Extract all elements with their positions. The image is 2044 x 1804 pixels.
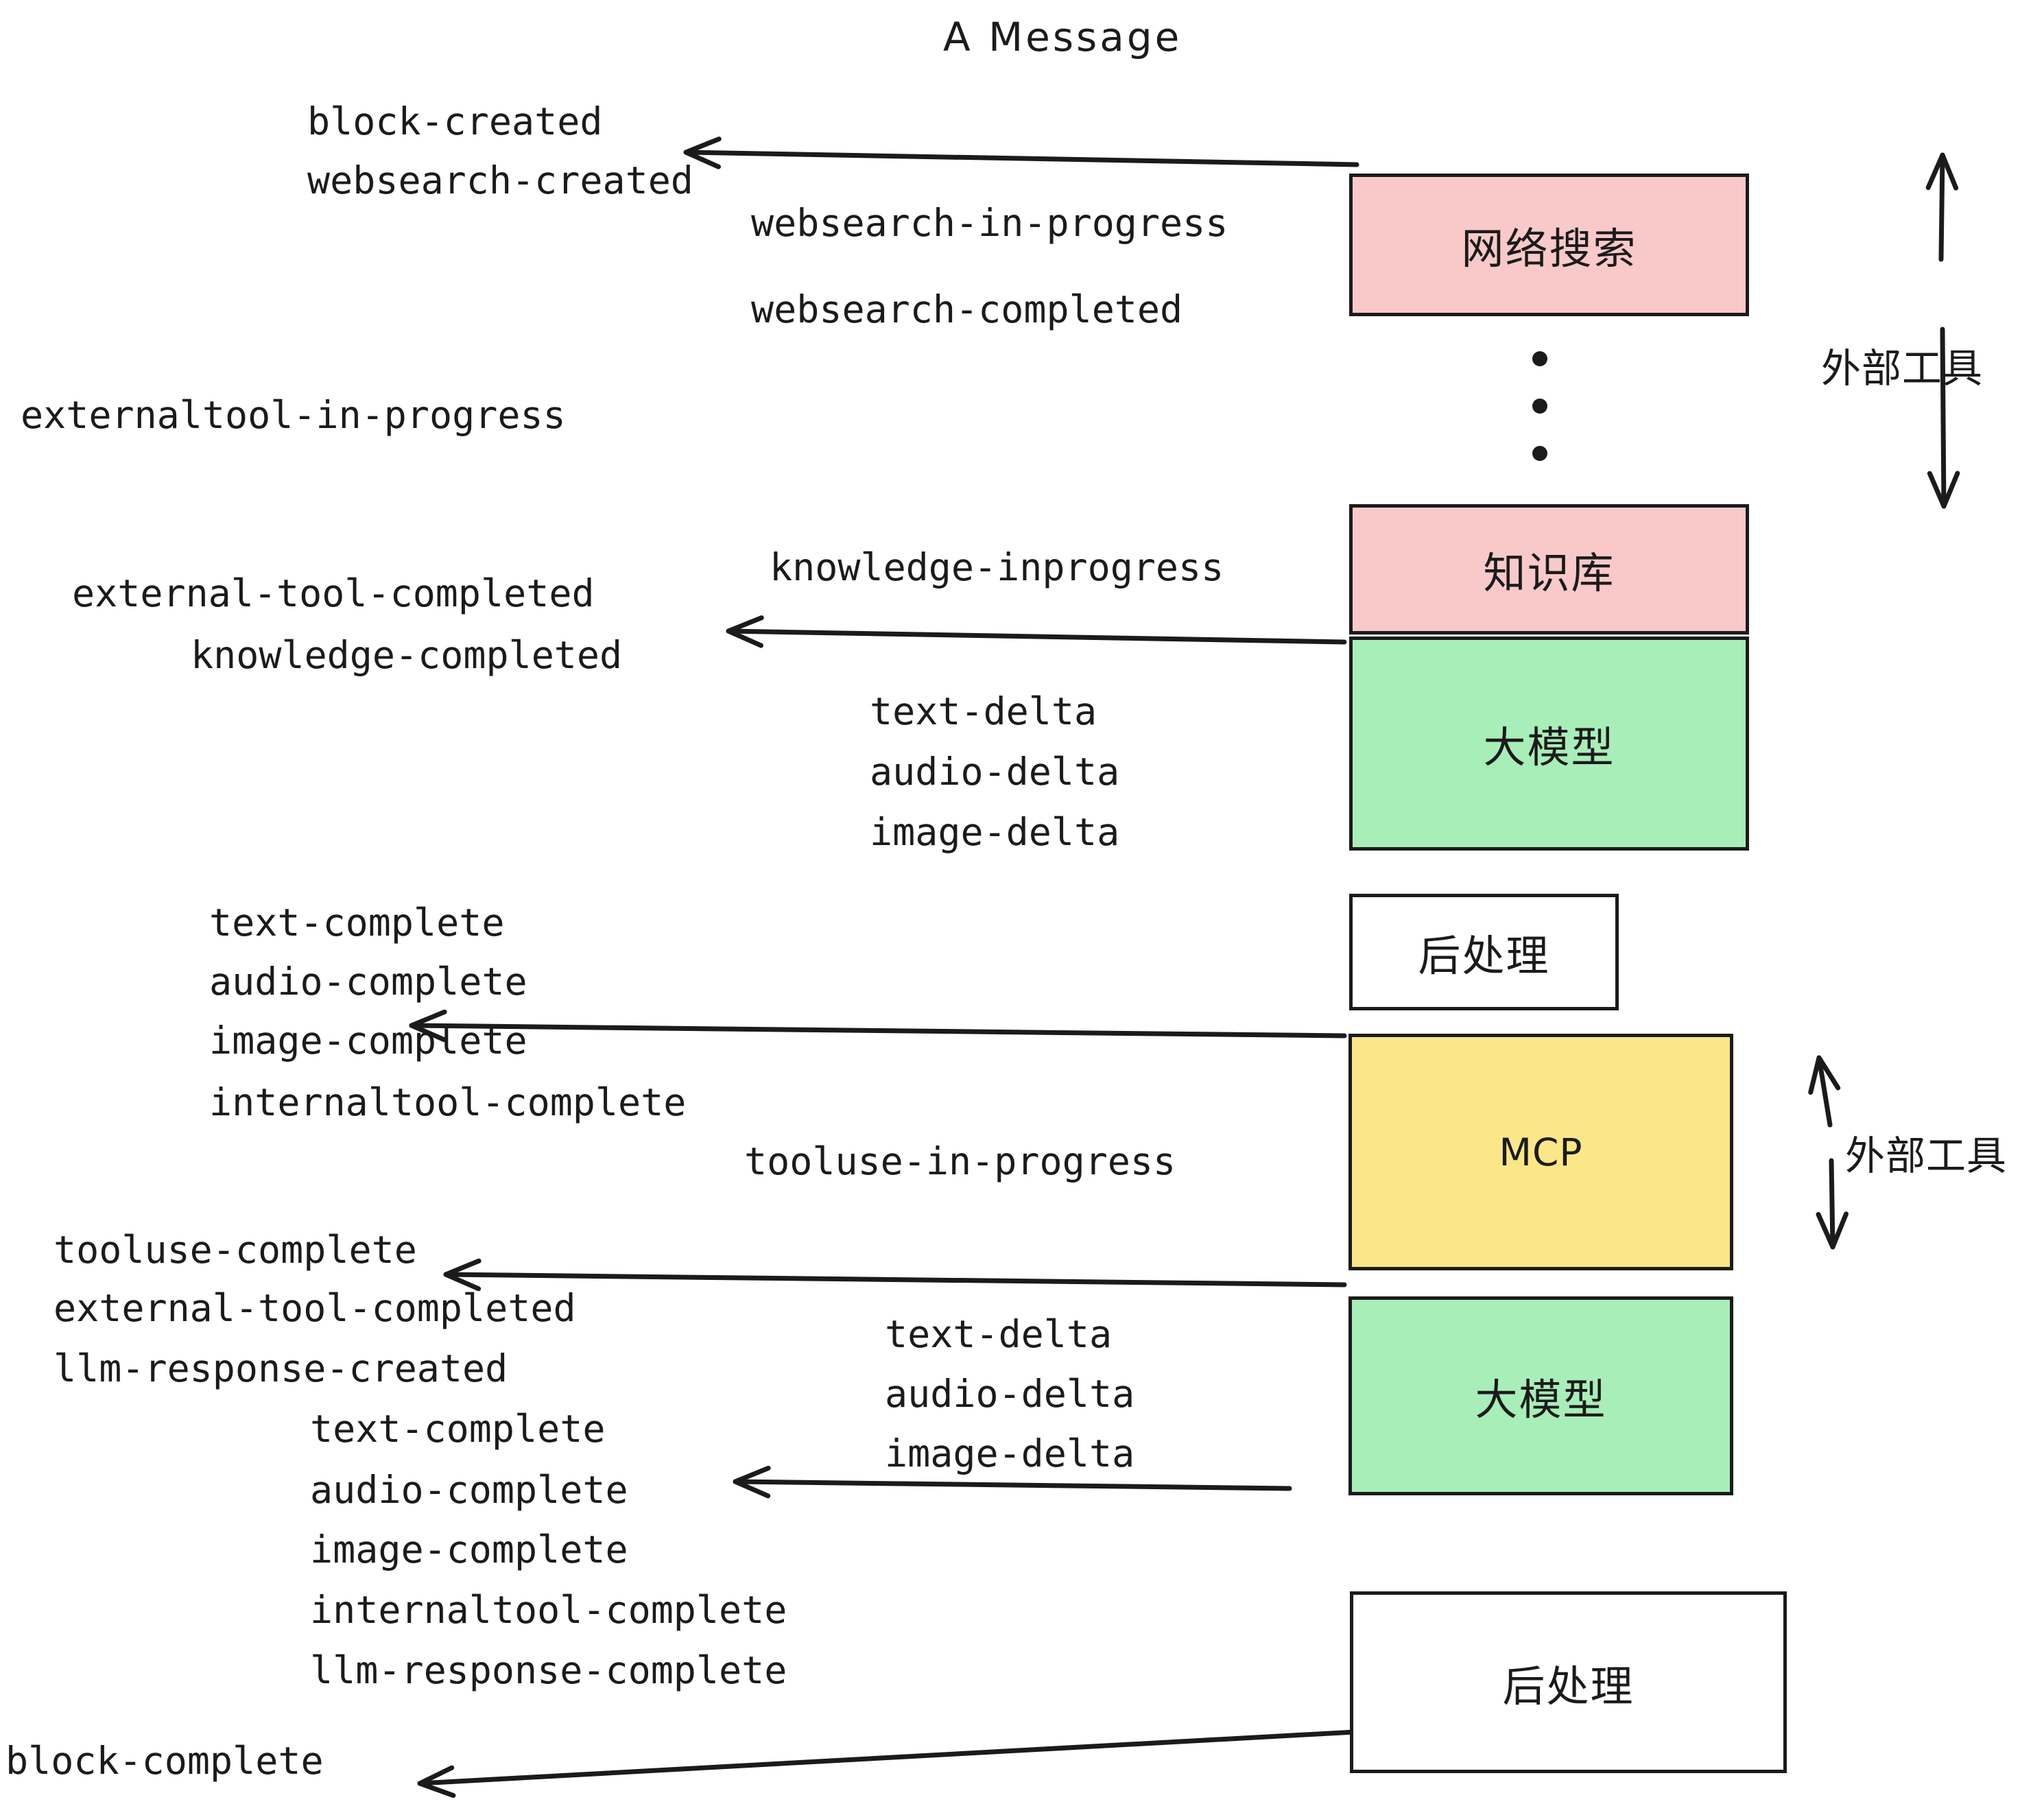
event-label: internaltool-complete (209, 1080, 687, 1124)
external-tool-annotation: 外部工具 (1845, 1132, 2008, 1179)
block-complete-arrow (417, 1729, 1357, 1799)
event-label: external-tool-completed (54, 1286, 576, 1330)
event-label: knowledge-inprogress (770, 545, 1224, 589)
event-label: block-complete (5, 1739, 324, 1783)
process-box: 大模型 (1349, 637, 1749, 851)
process-box: 后处理 (1350, 1591, 1787, 1773)
event-label: websearch-completed (751, 287, 1183, 331)
event-label: websearch-created (307, 158, 693, 202)
event-label: text-delta (885, 1312, 1113, 1356)
event-label: image-complete (310, 1528, 628, 1571)
event-label: internaltool-complete (310, 1588, 787, 1632)
event-label: external-tool-completed (72, 571, 595, 615)
knowledge-completed-arrow (726, 615, 1347, 648)
process-box: 网络搜索 (1349, 174, 1749, 316)
ellipsis-dot-icon (1532, 399, 1547, 414)
event-label: block-created (307, 99, 603, 143)
event-label: tooluse-complete (54, 1228, 417, 1272)
event-label: audio-delta (885, 1372, 1135, 1416)
ellipsis-dot-icon (1532, 446, 1547, 461)
event-label: llm-response-created (54, 1346, 508, 1390)
event-label: text-complete (310, 1407, 606, 1451)
event-label: image-delta (885, 1432, 1135, 1475)
event-label: llm-response-complete (310, 1648, 787, 1692)
image-complete-arrow (409, 1009, 1347, 1043)
event-label: audio-complete (310, 1468, 628, 1512)
block-created-return-arrow (683, 137, 1359, 169)
event-label: websearch-in-progress (751, 201, 1228, 245)
diagram-title: A Message (943, 14, 1183, 60)
event-label: knowledge-completed (191, 633, 623, 677)
event-label: externaltool-in-progress (21, 393, 566, 437)
ellipsis-dot-icon (1532, 351, 1547, 366)
external-tool-up-arrow-1 (1925, 152, 1959, 262)
external-tool-down-arrow-2 (1816, 1158, 1849, 1250)
event-label: text-delta (870, 689, 1097, 733)
external-tool-up-arrow-2 (1808, 1055, 1841, 1128)
event-label: text-complete (209, 901, 505, 945)
event-label: audio-delta (870, 750, 1120, 794)
process-box: 知识库 (1349, 504, 1749, 634)
process-box: MCP (1348, 1034, 1733, 1270)
event-label: image-complete (209, 1019, 527, 1063)
external-tool-annotation: 外部工具 (1821, 345, 1984, 392)
tooluse-complete-arrow (443, 1258, 1347, 1292)
process-box: 大模型 (1348, 1296, 1733, 1495)
event-label: audio-complete (209, 960, 527, 1004)
event-label: image-delta (870, 810, 1120, 854)
event-label: tooluse-in-progress (744, 1139, 1176, 1183)
process-box: 后处理 (1349, 894, 1619, 1010)
